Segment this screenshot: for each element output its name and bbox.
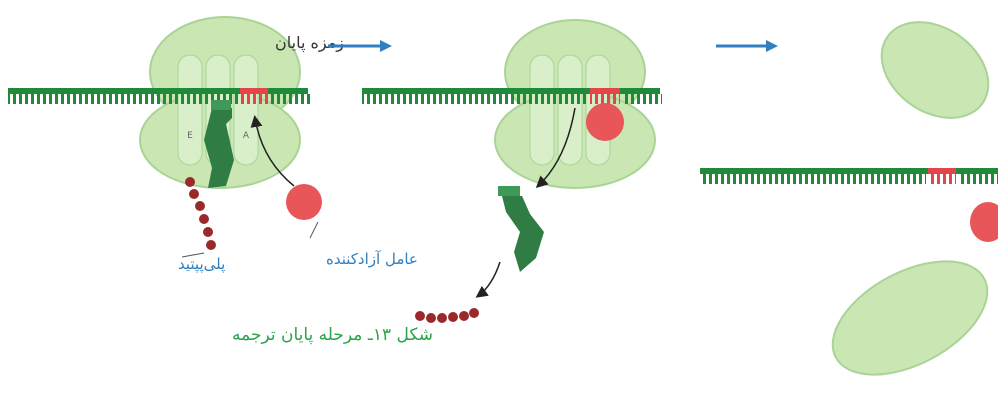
- released-trna-panel-2: [502, 196, 544, 272]
- step-arrow-2: [716, 40, 778, 52]
- large-subunit-panel-3: [863, 2, 998, 137]
- released-polypeptide-panel-2: [415, 308, 479, 323]
- mrna-strand-panel-1: [8, 88, 310, 104]
- panel-1: E P A زمزه پایان عامل آزادکن: [8, 17, 433, 345]
- release-factor-panel-3: [970, 202, 998, 242]
- small-subunit-panel-3: [814, 238, 998, 397]
- figure-caption: شکل ۱۳ـ مرحله پایان ترجمه: [232, 325, 433, 345]
- panel-3: [700, 2, 998, 397]
- mrna-strand-panel-2: [362, 88, 662, 104]
- stop-codon-label: زمزه پایان: [275, 33, 344, 53]
- release-factor-label: عامل آزادکننده: [326, 250, 418, 268]
- release-factor-panel-2: [586, 103, 624, 141]
- panel-2: [362, 20, 662, 323]
- site-a-label: A: [243, 131, 250, 141]
- mrna-strand-panel-3: [700, 168, 998, 184]
- release-factor-panel-1: [286, 184, 322, 220]
- polypeptide-label: پلی‌پپتید: [178, 255, 225, 274]
- site-e-label: E: [187, 131, 193, 141]
